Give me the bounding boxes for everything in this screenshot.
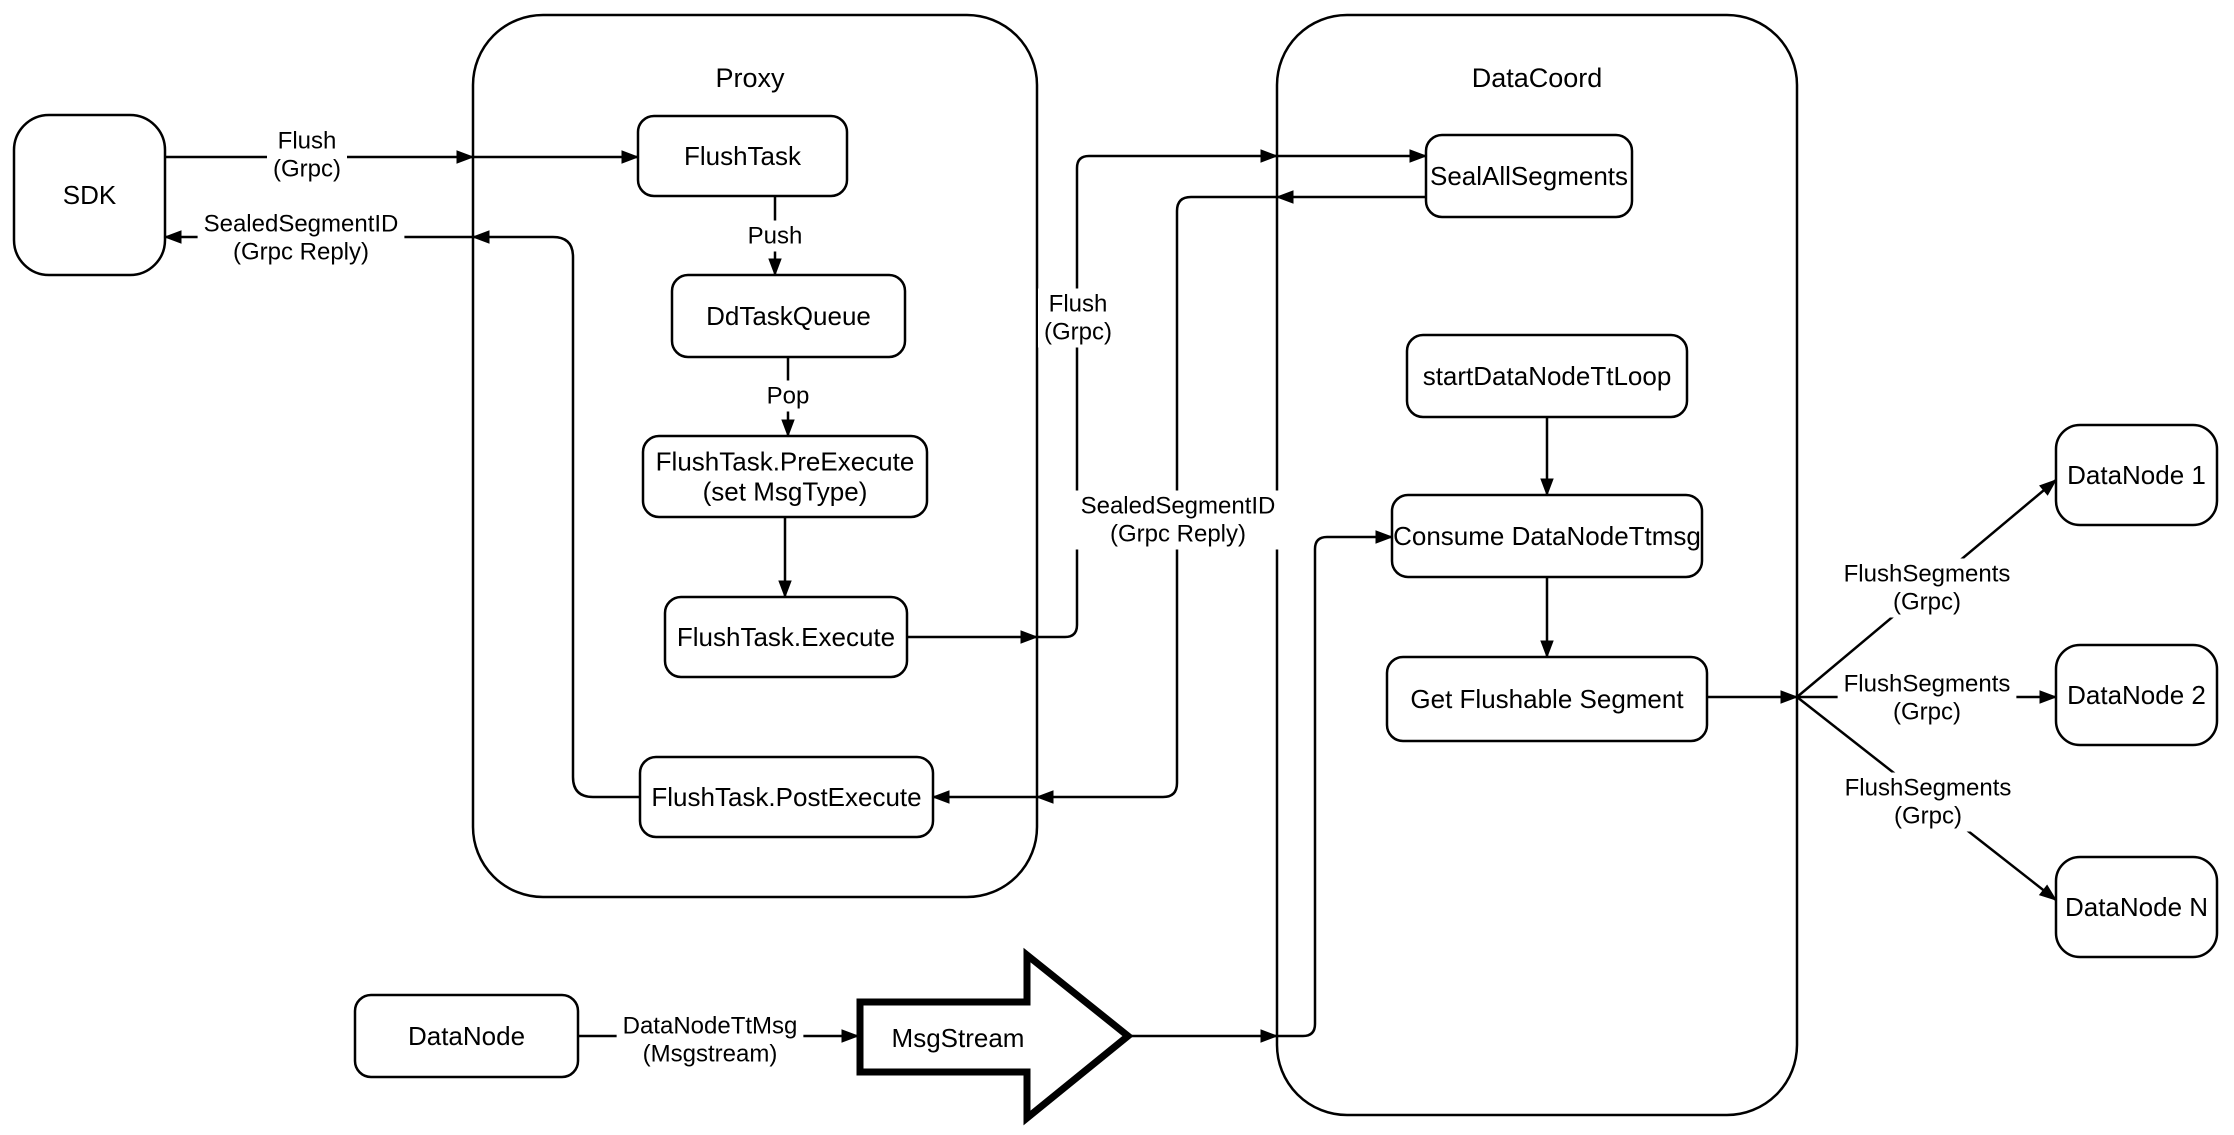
edge-sdk-flush-arrowhead-1 bbox=[621, 150, 640, 164]
edge-msgstream-consume-arrowhead-0 bbox=[1260, 1029, 1279, 1043]
edge-execute-sealallsegments-arrowhead-1 bbox=[1260, 149, 1279, 163]
startdatanodettloop-node-label: startDataNodeTtLoop bbox=[1423, 361, 1672, 391]
edge-consume-getflushable-arrowhead-0 bbox=[1540, 640, 1554, 659]
edge-flushtask-push-arrowhead-0 bbox=[768, 258, 782, 277]
edge-execute-sealallsegments-arrowhead-2 bbox=[1409, 149, 1428, 163]
edge-sealallsegments-postexecute-label: SealedSegmentID(Grpc Reply) bbox=[1081, 493, 1276, 548]
flushtask-preexecute-node bbox=[641, 434, 929, 519]
edge-fanout-datanode1-arrowhead-0 bbox=[2039, 479, 2058, 496]
edge-fanout-datanoden-arrowhead-0 bbox=[2038, 884, 2058, 901]
edge-msgstream-consume bbox=[1128, 535, 1392, 1038]
edge-fanout-datanoden-label-bg bbox=[1838, 772, 2018, 832]
edge-datanode-msgstream-label-bg bbox=[616, 1010, 804, 1070]
edge-datanode-msgstream-label: DataNodeTtMsg(Msgstream) bbox=[623, 1013, 798, 1068]
datanode-n-node bbox=[2054, 855, 2219, 959]
flushtask-execute-node bbox=[663, 595, 909, 679]
edge-flushtask-push-label: Push bbox=[748, 223, 803, 250]
datanode-2-node-label: DataNode 2 bbox=[2067, 680, 2206, 710]
edge-sealallsegments-postexecute-arrowhead-1 bbox=[1035, 790, 1054, 804]
edge-ttloop-consume-arrowhead-0 bbox=[1540, 478, 1554, 497]
proxy-container bbox=[471, 13, 1039, 899]
datanode-n-node-label: DataNode N bbox=[2065, 892, 2208, 922]
sdk-node bbox=[12, 113, 167, 277]
consume-datanodettmsg-node-label: Consume DataNodeTtmsg bbox=[1393, 521, 1701, 551]
edge-ddtaskqueue-pop-arrowhead-0 bbox=[781, 419, 795, 438]
edge-postexecute-sdk-label-bg bbox=[197, 208, 405, 268]
get-flushable-segment-node-label: Get Flushable Segment bbox=[1410, 684, 1684, 714]
edge-sealallsegments-postexecute-arrowhead-2 bbox=[931, 790, 950, 804]
startdatanodettloop-node bbox=[1405, 333, 1689, 419]
edge-sdk-flush-arrowhead-0 bbox=[456, 150, 475, 164]
sealallsegments-node bbox=[1424, 133, 1634, 219]
edge-execute-sealallsegments-label: Flush(Grpc) bbox=[1044, 291, 1112, 346]
msgstream-shape bbox=[856, 947, 1134, 1126]
flushtask-preexecute-node-label: FlushTask.PreExecute(set MsgType) bbox=[656, 447, 915, 507]
edge-execute-sealallsegments-arrowhead-0 bbox=[1020, 630, 1039, 644]
datanode-1-node-label: DataNode 1 bbox=[2067, 460, 2206, 490]
edge-fanout-datanoden-label: FlushSegments(Grpc) bbox=[1845, 775, 2012, 830]
sealallsegments-node-label: SealAllSegments bbox=[1430, 161, 1628, 191]
edge-postexecute-sdk-arrowhead-0 bbox=[471, 230, 490, 244]
flushtask-postexecute-node-label: FlushTask.PostExecute bbox=[651, 782, 921, 812]
datacoord-container-label: DataCoord bbox=[1472, 63, 1603, 93]
edge-execute-sealallsegments-label-bg bbox=[1038, 288, 1118, 348]
edge-fanout-datanode2-arrowhead-0 bbox=[2039, 690, 2058, 704]
edge-flushtask-push-label-bg bbox=[741, 220, 809, 252]
datanode-1-node bbox=[2054, 423, 2219, 527]
edge-datanode-msgstream-arrowhead-0 bbox=[841, 1029, 860, 1043]
ddtaskqueue-node bbox=[670, 273, 907, 359]
flushtask-execute-node-label: FlushTask.Execute bbox=[677, 622, 895, 652]
ddtaskqueue-node-label: DdTaskQueue bbox=[706, 301, 871, 331]
edge-postexecute-sdk bbox=[165, 235, 640, 799]
edge-fanout-datanode1-label-bg bbox=[1837, 558, 2017, 618]
edge-postexecute-sdk-arrowhead-1 bbox=[163, 230, 182, 244]
edge-sdk-flush-label-bg bbox=[267, 125, 347, 185]
edge-sdk-flush-label: Flush(Grpc) bbox=[273, 128, 341, 183]
edge-sealallsegments-postexecute-label-bg bbox=[1074, 490, 1282, 550]
edge-ddtaskqueue-pop-label: Pop bbox=[767, 383, 810, 410]
edge-getflushable-fanout-arrowhead-0 bbox=[1780, 690, 1799, 704]
edge-fanout-datanode2-label-bg bbox=[1837, 668, 2017, 728]
edge-execute-sealallsegments bbox=[907, 154, 1426, 639]
edge-postexecute-sdk-label: SealedSegmentID(Grpc Reply) bbox=[204, 211, 399, 266]
flushtask-node bbox=[636, 114, 849, 198]
edge-ddtaskqueue-pop-label-bg bbox=[760, 380, 816, 412]
datanode-2-node bbox=[2054, 643, 2219, 747]
datanode-source-node-label: DataNode bbox=[408, 1021, 525, 1051]
flushtask-node-label: FlushTask bbox=[684, 141, 802, 171]
edge-fanout-datanode2-label: FlushSegments(Grpc) bbox=[1844, 671, 2011, 726]
proxy-container-label: Proxy bbox=[715, 63, 785, 93]
edge-preexecute-execute-arrowhead-0 bbox=[778, 580, 792, 599]
msgstream-shape-label: MsgStream bbox=[892, 1023, 1025, 1053]
datacoord-container bbox=[1275, 13, 1799, 1117]
sdk-node-label: SDK bbox=[63, 180, 117, 210]
datanode-source-node bbox=[353, 993, 580, 1079]
edge-sealallsegments-postexecute-arrowhead-0 bbox=[1275, 190, 1294, 204]
edge-fanout-datanode1-label: FlushSegments(Grpc) bbox=[1844, 561, 2011, 616]
edge-msgstream-consume-arrowhead-1 bbox=[1375, 530, 1394, 544]
